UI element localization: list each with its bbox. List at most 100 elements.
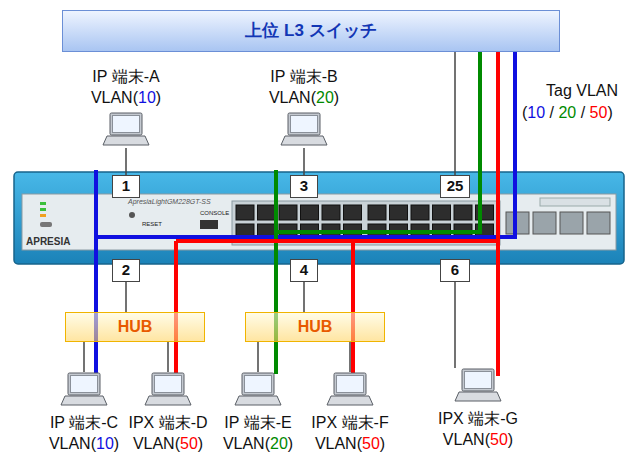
- network-cable: [125, 282, 127, 312]
- laptop-icon: [102, 112, 150, 148]
- node-text: VLAN(50): [133, 433, 203, 454]
- led-panel: [540, 198, 610, 206]
- text-part: ): [334, 89, 339, 106]
- text-part: ): [380, 435, 385, 452]
- node-text: VLAN(50): [315, 433, 385, 454]
- laptop-icon: [144, 372, 192, 408]
- text-part: 50: [180, 435, 198, 452]
- laptop-icon: [454, 368, 502, 404]
- switch-box: 上位 L3 スイッチ: [62, 10, 560, 52]
- laptop-screen: [245, 376, 272, 393]
- sfp-port: [587, 212, 610, 234]
- text-part: ): [607, 104, 612, 121]
- node-text: IPX 端末-F: [311, 412, 388, 433]
- port-number: 2: [112, 259, 140, 282]
- device-marking: RESET: [142, 221, 162, 228]
- terminal: IPX 端末-G VLAN(50): [435, 368, 521, 450]
- text-part: ): [288, 435, 293, 452]
- port-number: 1: [112, 175, 140, 198]
- switch-housing: [14, 172, 624, 264]
- node-text: IP 端末-C: [50, 412, 118, 433]
- text-part: IP 端末-A: [92, 68, 159, 85]
- hub-box: HUB: [245, 312, 385, 342]
- node-text: IPX 端末-G: [438, 408, 518, 429]
- rj45-port: [344, 205, 362, 220]
- rj45-port: [411, 205, 429, 220]
- device-marking: CONSOLE: [200, 210, 229, 217]
- node-text: 25: [447, 178, 464, 195]
- rj45-port: [433, 205, 451, 220]
- network-cable: [454, 282, 456, 368]
- laptop-lid: [288, 113, 320, 135]
- laptop-icon: [280, 112, 328, 148]
- laptop-icon: [234, 372, 282, 408]
- port-number: 3: [290, 175, 318, 198]
- text-part: /: [576, 104, 589, 121]
- console-port: [200, 220, 218, 229]
- sfp-port: [506, 212, 529, 234]
- laptop-lid: [152, 373, 184, 395]
- node-text: IP 端末-E: [224, 412, 291, 433]
- text-part: /: [545, 104, 558, 121]
- node-text: VLAN(50): [443, 429, 513, 450]
- laptop-base: [103, 136, 149, 145]
- device-marking: APRESIA: [26, 236, 70, 248]
- text-part: IP 端末-C: [50, 414, 118, 431]
- text-part: VLAN(: [269, 89, 316, 106]
- rj45-port: [368, 205, 386, 220]
- text-part: 20: [316, 89, 334, 106]
- text-part: VLAN(: [91, 89, 138, 106]
- laptop-base: [145, 396, 191, 405]
- laptop-screen: [113, 116, 140, 133]
- laptop-screen: [71, 376, 98, 393]
- node-text: 上位 L3 スイッチ: [245, 22, 376, 41]
- laptop-base: [235, 396, 281, 405]
- network-cable: [349, 342, 351, 372]
- laptop-screen: [155, 376, 182, 393]
- node-text: 2: [122, 262, 130, 279]
- vlan50-path: [176, 52, 498, 376]
- text-part: IP 端末-B: [270, 68, 337, 85]
- laptop-screen: [464, 372, 491, 389]
- text-part: 20: [558, 104, 576, 121]
- text-part: VLAN(: [133, 435, 180, 452]
- sfp-port: [533, 212, 556, 234]
- text-part: 10: [96, 435, 114, 452]
- text-part: ): [198, 435, 203, 452]
- laptop-screen: [291, 116, 318, 133]
- text-part: VLAN(: [443, 431, 490, 448]
- tag-vlan-label: (10 / 20 / 50): [522, 104, 613, 122]
- text-part: IPX 端末-D: [128, 414, 207, 431]
- node-text: 6: [451, 262, 459, 279]
- node-text: VLAN(10): [91, 87, 161, 108]
- laptop-lid: [110, 113, 142, 135]
- node-text: 3: [300, 178, 308, 195]
- status-led: [40, 202, 46, 205]
- rj45-port: [322, 205, 340, 220]
- laptop-screen: [337, 376, 364, 393]
- network-cable: [125, 148, 127, 175]
- laptop-base: [61, 396, 107, 405]
- rj45-port: [454, 205, 472, 220]
- device-marking: ApresiaLightGM228GT-SS: [128, 198, 211, 206]
- network-cable: [167, 342, 169, 372]
- status-led: [40, 208, 46, 211]
- switch-body: [14, 172, 624, 264]
- port-number: 4: [290, 259, 318, 282]
- text-part: (: [522, 104, 527, 121]
- network-cable: [257, 342, 259, 372]
- node-text: VLAN(20): [269, 87, 339, 108]
- text-part: IPX 端末-F: [311, 414, 388, 431]
- terminal: IP 端末-B VLAN(20): [266, 66, 342, 148]
- text-part: VLAN(: [315, 435, 362, 452]
- network-cable: [83, 342, 85, 372]
- terminal: IPX 端末-D VLAN(50): [125, 372, 210, 454]
- text-part: ): [156, 89, 161, 106]
- node-text: VLAN(20): [223, 433, 293, 454]
- port-number: 25: [440, 175, 470, 198]
- text-part: 10: [527, 104, 545, 121]
- node-text: IPX 端末-D: [128, 412, 207, 433]
- text-part: IPX 端末-G: [438, 410, 518, 427]
- laptop-lid: [462, 369, 494, 391]
